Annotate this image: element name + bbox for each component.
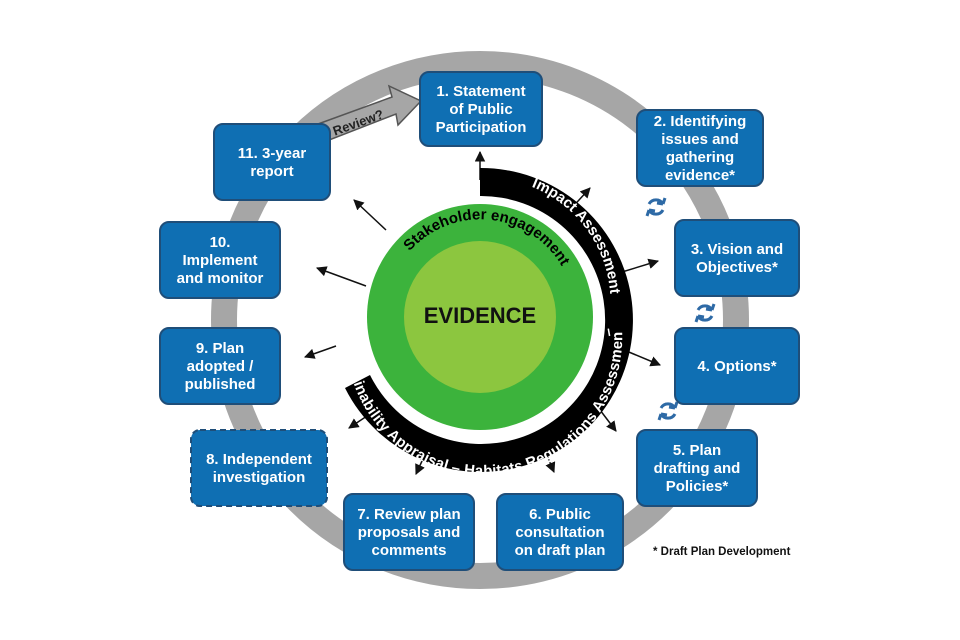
step-box-background <box>636 109 764 187</box>
step-box-line: 2. Identifying <box>654 113 747 130</box>
step-box-line: published <box>185 376 256 393</box>
footnote: * Draft Plan Development <box>653 546 791 558</box>
step-box-background <box>159 221 281 299</box>
step-box-background <box>496 493 624 571</box>
step-box-background <box>674 327 800 405</box>
spoke-arrow <box>316 266 367 287</box>
step-box-line: Implement <box>182 252 257 269</box>
step-box-line: Policies* <box>666 478 729 495</box>
step-box-background <box>419 71 543 147</box>
step-box-background <box>159 327 281 405</box>
step-box-label: 4. Options* <box>697 358 776 375</box>
step-box-background <box>213 123 331 201</box>
step-box-line: on draft plan <box>515 542 606 559</box>
iteration-icons <box>645 197 716 421</box>
step-box-line: issues and <box>661 131 739 148</box>
spoke-arrow <box>304 345 337 359</box>
step-box-line: drafting and <box>654 460 741 477</box>
spoke-arrow <box>599 409 617 432</box>
spoke-arrow <box>353 199 387 231</box>
cycle-icon <box>657 401 679 421</box>
evidence-core <box>404 241 556 393</box>
spoke-arrow <box>621 258 660 273</box>
step-box-line: Objectives* <box>696 259 778 276</box>
step-box-line: Participation <box>436 119 527 136</box>
step-box-line: comments <box>371 542 446 559</box>
step-box-line: proposals and <box>358 524 461 541</box>
step-box-line: report <box>250 163 293 180</box>
step-box-line: and monitor <box>177 270 264 287</box>
evidence-label: EVIDENCE <box>424 303 536 328</box>
step-box-line: evidence* <box>665 167 735 184</box>
step-box-line: gathering <box>666 149 734 166</box>
step-box-line: 7. Review plan <box>357 506 460 523</box>
step-box-line: 3. Vision and <box>691 241 783 258</box>
assessment-separator: – <box>600 327 618 338</box>
step-box-background <box>636 429 758 507</box>
step-box-line: 5. Plan <box>673 442 721 459</box>
step-box-line: 10. <box>210 234 231 251</box>
step-box-line: 4. Options* <box>697 358 776 375</box>
spoke-arrow <box>623 349 661 367</box>
step-box-line: 8. Independent <box>206 451 312 468</box>
cycle-icon <box>694 303 716 323</box>
step-box-background <box>343 493 475 571</box>
step-box-background <box>674 219 800 297</box>
step-box-line: 6. Public <box>529 506 591 523</box>
step-box-line: consultation <box>515 524 604 541</box>
step-box-line: adopted / <box>187 358 254 375</box>
step-box-line: 11. 3-year <box>238 145 307 162</box>
step-box-line: investigation <box>213 469 306 486</box>
step-box-line: 9. Plan <box>196 340 244 357</box>
cycle-icon <box>645 197 667 217</box>
step-box-options: 4. Options* <box>674 327 800 405</box>
step-box-background <box>190 429 328 507</box>
step-box-line: 1. Statement <box>436 83 525 100</box>
step-box-line: of Public <box>449 101 512 118</box>
cycle-ring <box>211 51 749 589</box>
